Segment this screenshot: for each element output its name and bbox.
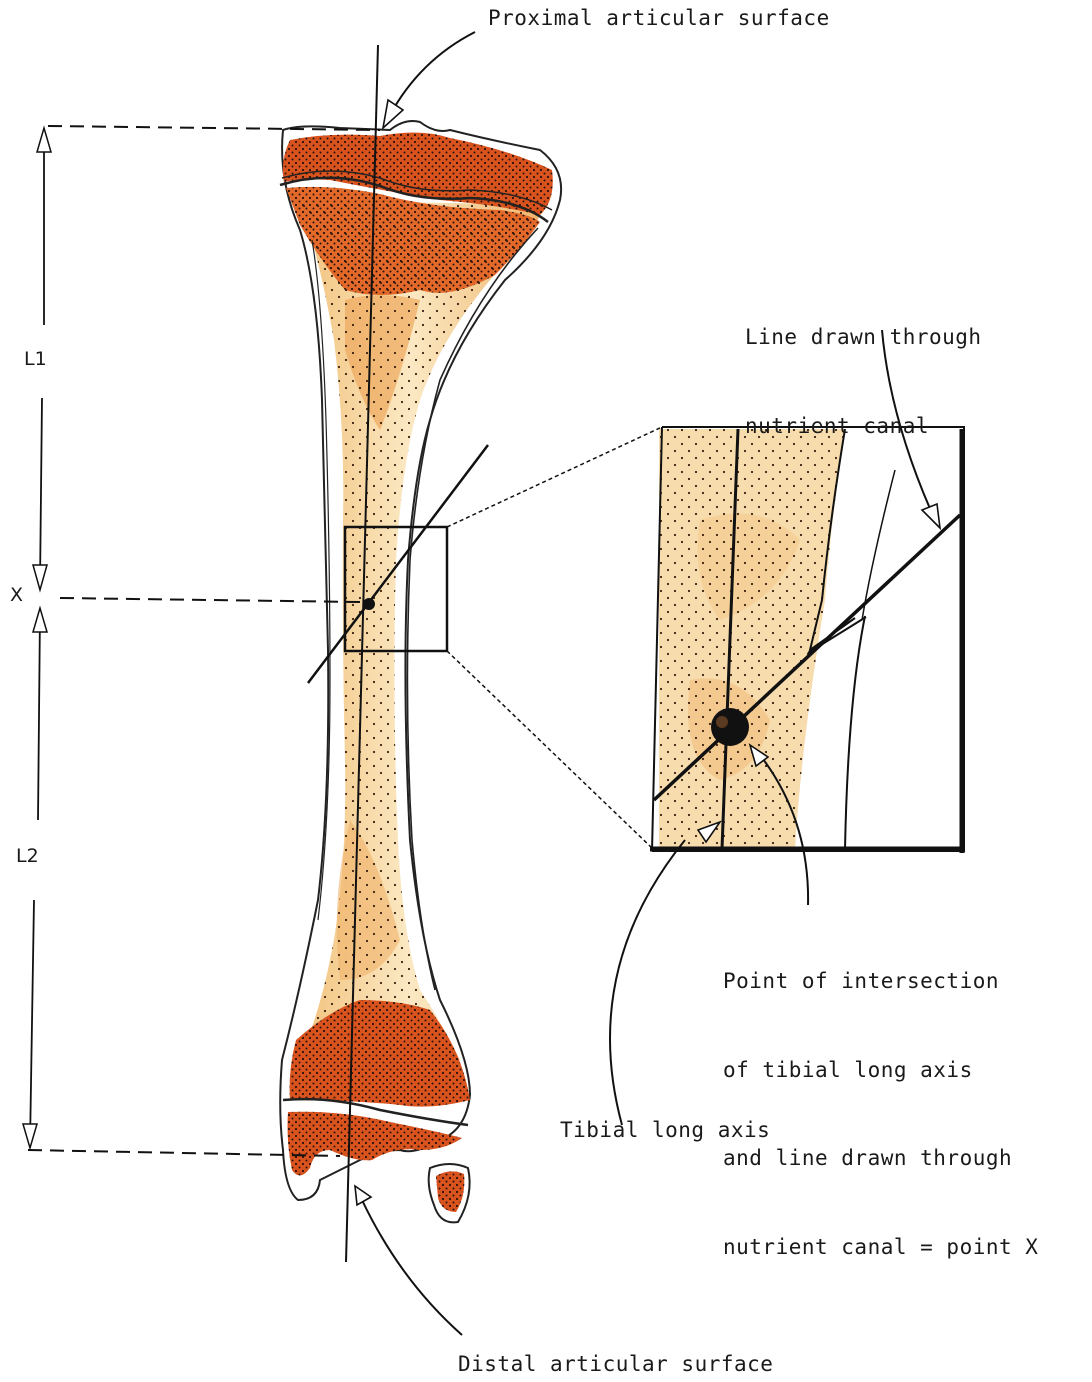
point-x-marker [363, 598, 375, 610]
proximal-articular-surface-label: Proximal articular surface [488, 4, 830, 34]
x-dim-line [60, 598, 360, 602]
distal-articular-surface-label: Distal articular surface [458, 1350, 773, 1380]
l1-label: L1 [24, 348, 47, 370]
intersection-label-line-4: nutrient canal = point X [723, 1233, 1038, 1263]
intersection-label-line-1: Point of intersection [723, 967, 1038, 997]
tibial-long-axis-label: Tibial long axis [560, 1116, 770, 1146]
x-label: X [10, 584, 23, 606]
nutrient-canal-line-label: Line drawn through nutrient canal [745, 264, 982, 471]
intersection-label-line-2: of tibial long axis [723, 1056, 1038, 1086]
zoom-inset [650, 427, 964, 853]
nutrient-label-line-1: Line drawn through [745, 323, 982, 353]
intersection-label: Point of intersection of tibial long axi… [723, 908, 1038, 1292]
tibia-bone [280, 121, 561, 1222]
l2-label: L2 [16, 845, 39, 867]
tibial-axis-leader [610, 840, 685, 1125]
nutrient-label-line-2: nutrient canal [745, 412, 982, 442]
proximal-leader [390, 32, 475, 115]
intersection-label-line-3: and line drawn through [723, 1144, 1038, 1174]
